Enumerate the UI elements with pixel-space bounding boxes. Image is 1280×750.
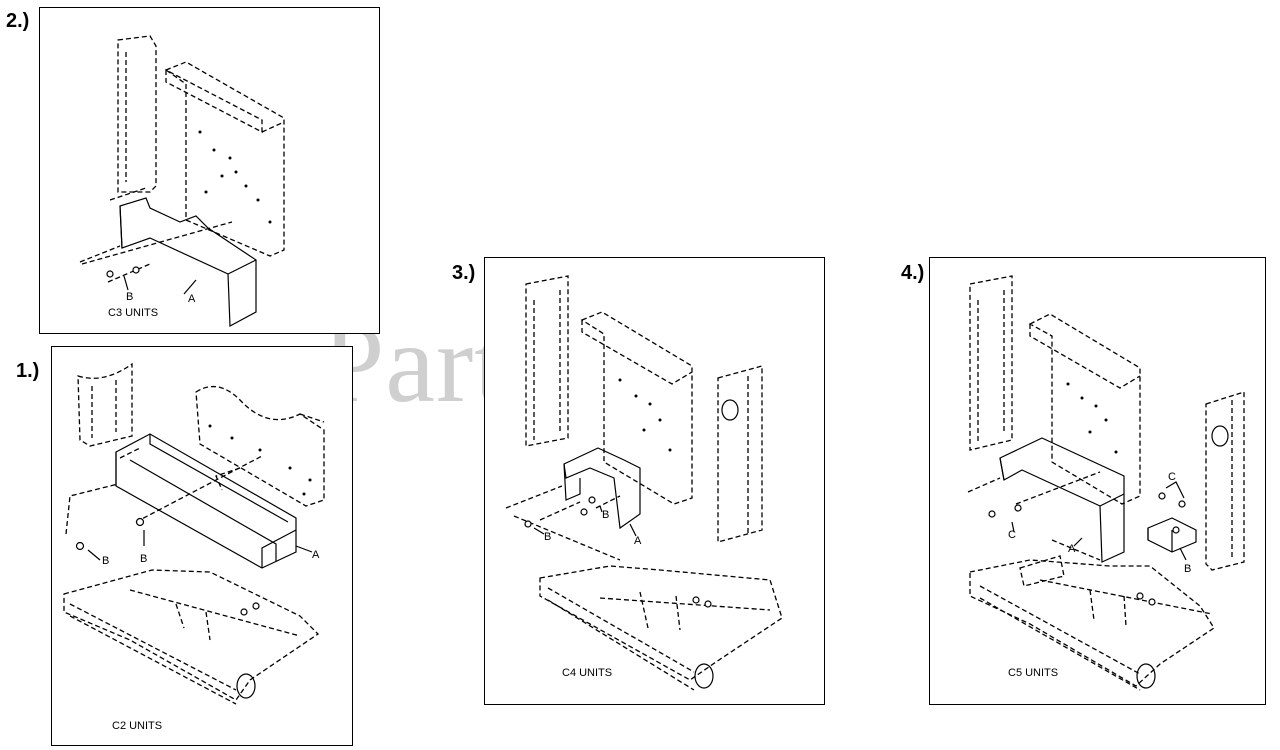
bolt-b [106,270,114,278]
back-plate [195,385,325,507]
label-a: A [312,549,320,561]
panel-2-drawing: B A [79,35,285,327]
back-plate [1028,313,1141,505]
tray-part-a [119,197,257,327]
bolt-c [988,510,996,518]
screw-c [1158,492,1166,500]
rail-hole [1211,425,1229,447]
label-a: A [634,535,642,547]
side-rail [969,275,1013,451]
unit-caption-c4: C4 UNITS [562,667,613,679]
bolt-line [65,455,263,535]
label-b-2: B [140,553,147,565]
label-a: A [1068,543,1076,555]
side-rail [525,275,569,447]
tray-part-a [563,447,641,530]
tray-part-a [999,437,1125,563]
step-number-2: 2.) [6,10,30,32]
right-rail [1205,391,1245,571]
panel-1-drawing: B B A [63,362,325,705]
panel-2 [39,7,380,334]
step-number-4: 4.) [901,262,925,284]
back-plate [164,61,285,257]
bolt-b [524,520,532,528]
panel-1 [51,346,353,746]
label-b: B [1184,563,1191,575]
side-rail [117,35,157,193]
trough-part-a [115,433,297,569]
frame [63,569,320,701]
unit-caption-c3: C3 UNITS [108,307,159,319]
step-number-3: 3.) [452,262,476,284]
panel-4-drawing: C A C B [967,275,1245,691]
label-c-1: C [1008,529,1016,541]
label-b-1: B [544,531,551,543]
label-a: A [188,293,196,305]
left-rail [77,362,133,447]
unit-caption-c5: C5 UNITS [1008,667,1059,679]
right-rail [717,365,763,543]
label-b-1: B [102,555,109,567]
label-b-2: B [602,509,609,521]
panel-3-drawing: B B A [505,275,783,691]
rail-hole [721,399,739,421]
bolt-b [75,541,85,551]
back-plate [580,311,693,505]
frame [969,559,1215,687]
label-b: B [126,291,133,303]
step-number-1: 1.) [16,360,40,382]
frame [539,565,783,681]
unit-caption-c2: C2 UNITS [112,720,163,732]
label-c-2: C [1168,471,1176,483]
panel-3 [484,257,825,705]
